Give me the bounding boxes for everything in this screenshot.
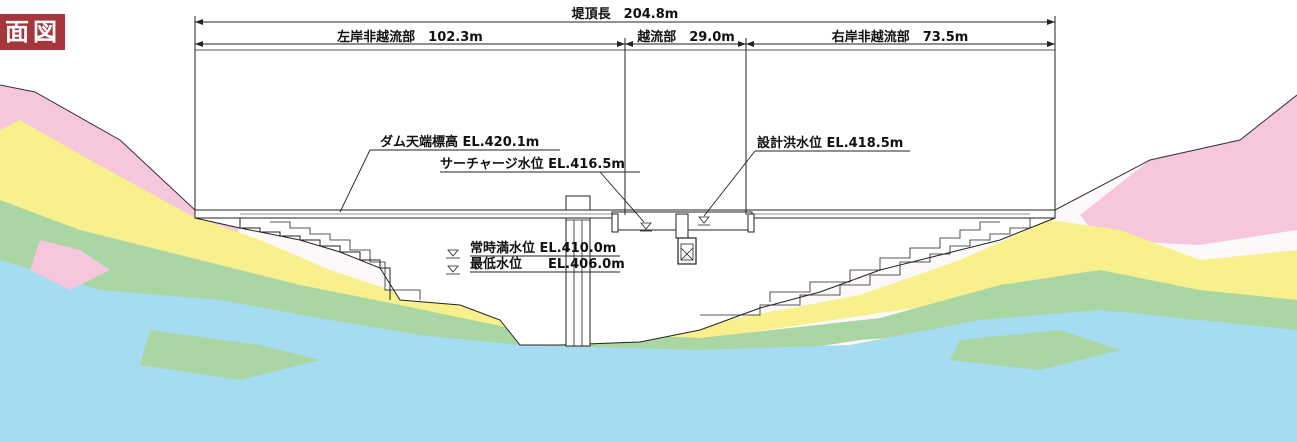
inspection-shaft <box>565 195 591 347</box>
diagram-title: 面図 <box>0 14 65 50</box>
design-flood-level-label: 設計洪水位 EL.418.5m <box>757 135 903 151</box>
dimension-lines <box>194 16 1056 215</box>
normal-water-level-label: 常時満水位 EL.410.0m <box>470 240 616 256</box>
geology-blue-layer <box>0 260 1297 442</box>
spillway-gates <box>611 211 755 265</box>
leader-lines <box>339 149 910 273</box>
ground-profile-line <box>0 84 1297 211</box>
left-non-overflow-label: 左岸非越流部 102.3m <box>337 29 483 45</box>
geology-yellow-layer <box>0 120 1297 340</box>
crest-length-label: 堤頂長 204.8m <box>572 6 679 22</box>
surcharge-level-label: サーチャージ水位 EL.416.5m <box>440 156 625 172</box>
dam-crest-label: ダム天端標高 EL.420.1m <box>380 134 539 150</box>
overflow-label: 越流部 29.0m <box>636 29 735 45</box>
right-non-overflow-label: 右岸非越流部 73.5m <box>831 29 969 45</box>
water-level-marker-flood <box>698 216 710 226</box>
water-level-marker-minimum <box>446 265 460 275</box>
minimum-water-level-label: 最低水位 EL.406.0m <box>470 256 625 272</box>
water-level-marker-surcharge <box>640 222 652 232</box>
water-level-marker-normal <box>446 249 460 259</box>
